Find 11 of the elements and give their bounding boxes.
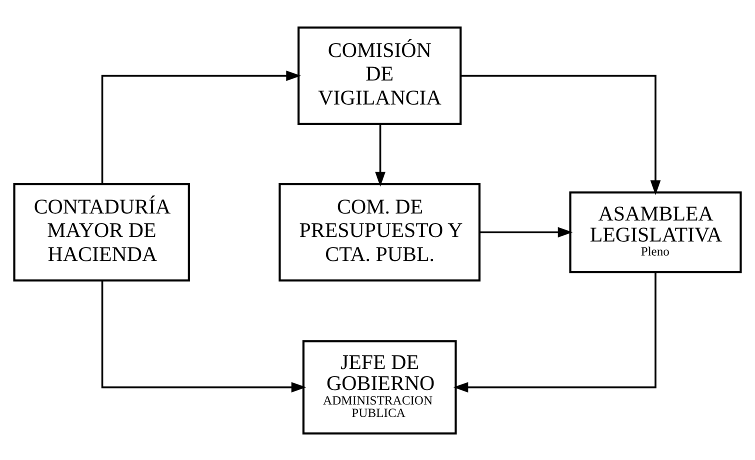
arrow [101,70,302,184]
arrow [460,74,661,195]
node-box: COM. DE PRESUPUESTO Y CTA. PUBL. [278,182,481,281]
node-box: CONTADURÍA MAYOR DE HACIENDA [13,182,190,281]
arrow [453,272,656,392]
node-box: COMISIÓN DE VIGILANCIA [298,26,462,125]
arrow [375,124,386,186]
node-box: JEFE DE GOBIERNO ADMINISTRACION PUBLICA [302,340,457,434]
arrow [101,280,306,392]
node-box: ASAMBLEA LEGISLATIVA Pleno [569,190,742,273]
arrow [480,226,573,237]
